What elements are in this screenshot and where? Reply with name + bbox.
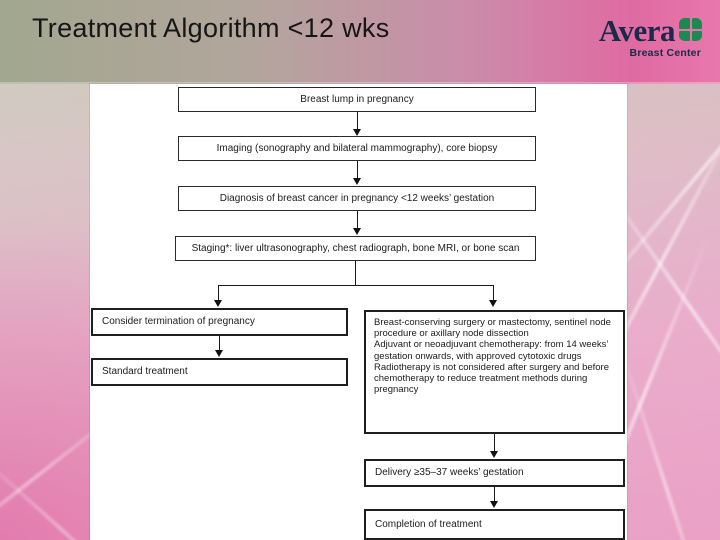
branch-stub-line — [355, 261, 356, 285]
flow-box-staging: Staging*: liver ultrasonography, chest r… — [175, 236, 536, 261]
flow-arrow-line — [493, 285, 494, 300]
flow-box-treatment-plan: Breast-conserving surgery or mastectomy,… — [364, 310, 625, 434]
background-streak — [618, 346, 716, 540]
flow-arrow-line — [357, 112, 358, 129]
page-title: Treatment Algorithm <12 wks — [32, 13, 390, 43]
flow-arrow-line — [494, 487, 495, 501]
arrow-down-icon — [353, 228, 361, 235]
branch-horizontal-line — [218, 285, 494, 286]
flow-box-termination: Consider termination of pregnancy — [91, 308, 348, 336]
flow-box-standard-treatment: Standard treatment — [91, 358, 348, 386]
flow-arrow-line — [357, 161, 358, 178]
avera-logo: Avera Breast Center — [598, 13, 702, 59]
flow-box-imaging: Imaging (sonography and bilateral mammog… — [178, 136, 536, 161]
title-band — [0, 0, 720, 84]
flow-box-delivery: Delivery ≥35–37 weeks’ gestation — [364, 459, 625, 487]
arrow-down-icon — [214, 300, 222, 307]
flow-arrow-line — [494, 434, 495, 451]
arrow-down-icon — [353, 129, 361, 136]
flow-arrow-line — [218, 285, 219, 300]
flow-box-diagnosis: Diagnosis of breast cancer in pregnancy … — [178, 186, 536, 211]
arrow-down-icon — [489, 300, 497, 307]
flow-arrow-line — [219, 336, 220, 350]
flowchart-panel: Breast lump in pregnancy Imaging (sonogr… — [90, 84, 627, 540]
arrow-down-icon — [353, 178, 361, 185]
avera-cross-icon — [679, 18, 702, 41]
arrow-down-icon — [490, 451, 498, 458]
flow-arrow-line — [357, 211, 358, 228]
arrow-down-icon — [215, 350, 223, 357]
avera-wordmark: Avera — [598, 13, 676, 48]
flow-box-breast-lump: Breast lump in pregnancy — [178, 87, 536, 112]
logo-subtitle: Breast Center — [629, 47, 701, 59]
flow-box-completion: Completion of treatment — [364, 509, 625, 540]
arrow-down-icon — [490, 501, 498, 508]
